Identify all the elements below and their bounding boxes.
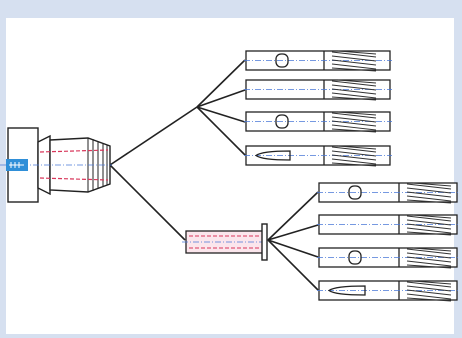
connector-line <box>196 59 246 108</box>
holder-bore-line <box>39 177 109 181</box>
connector-line <box>267 239 319 291</box>
tool-sleeved-shank-2 <box>317 214 459 236</box>
tool-sleeved-shank-3 <box>317 247 459 269</box>
sleeve-collar <box>261 223 268 261</box>
holder-bore-line <box>39 149 109 153</box>
connector-line <box>196 106 246 123</box>
tool-tang <box>254 150 291 161</box>
connector-line <box>267 191 319 241</box>
connector-line <box>196 106 246 156</box>
tool-flat <box>348 185 362 200</box>
connector-line <box>267 239 319 258</box>
tool-straight-shank-3 <box>244 111 392 133</box>
tool-flat <box>275 114 289 129</box>
connector-line <box>267 224 319 241</box>
connector-line <box>196 89 246 108</box>
spindle-holder <box>0 127 112 203</box>
tool-sleeved-shank-4 <box>317 280 459 302</box>
tool-flat <box>275 53 289 68</box>
connector-line <box>109 106 198 166</box>
reducing-sleeve <box>182 223 268 261</box>
spindle-nose-marks <box>9 162 24 168</box>
tool-sleeved-shank-1 <box>317 182 459 204</box>
tool-straight-shank-1 <box>244 50 392 72</box>
tool-straight-shank-4 <box>244 145 392 167</box>
connector-line <box>109 164 186 241</box>
tool-flat <box>348 250 362 265</box>
connector-lines <box>109 59 319 291</box>
tool-tang <box>327 285 366 296</box>
tool-straight-shank-2 <box>244 79 392 101</box>
